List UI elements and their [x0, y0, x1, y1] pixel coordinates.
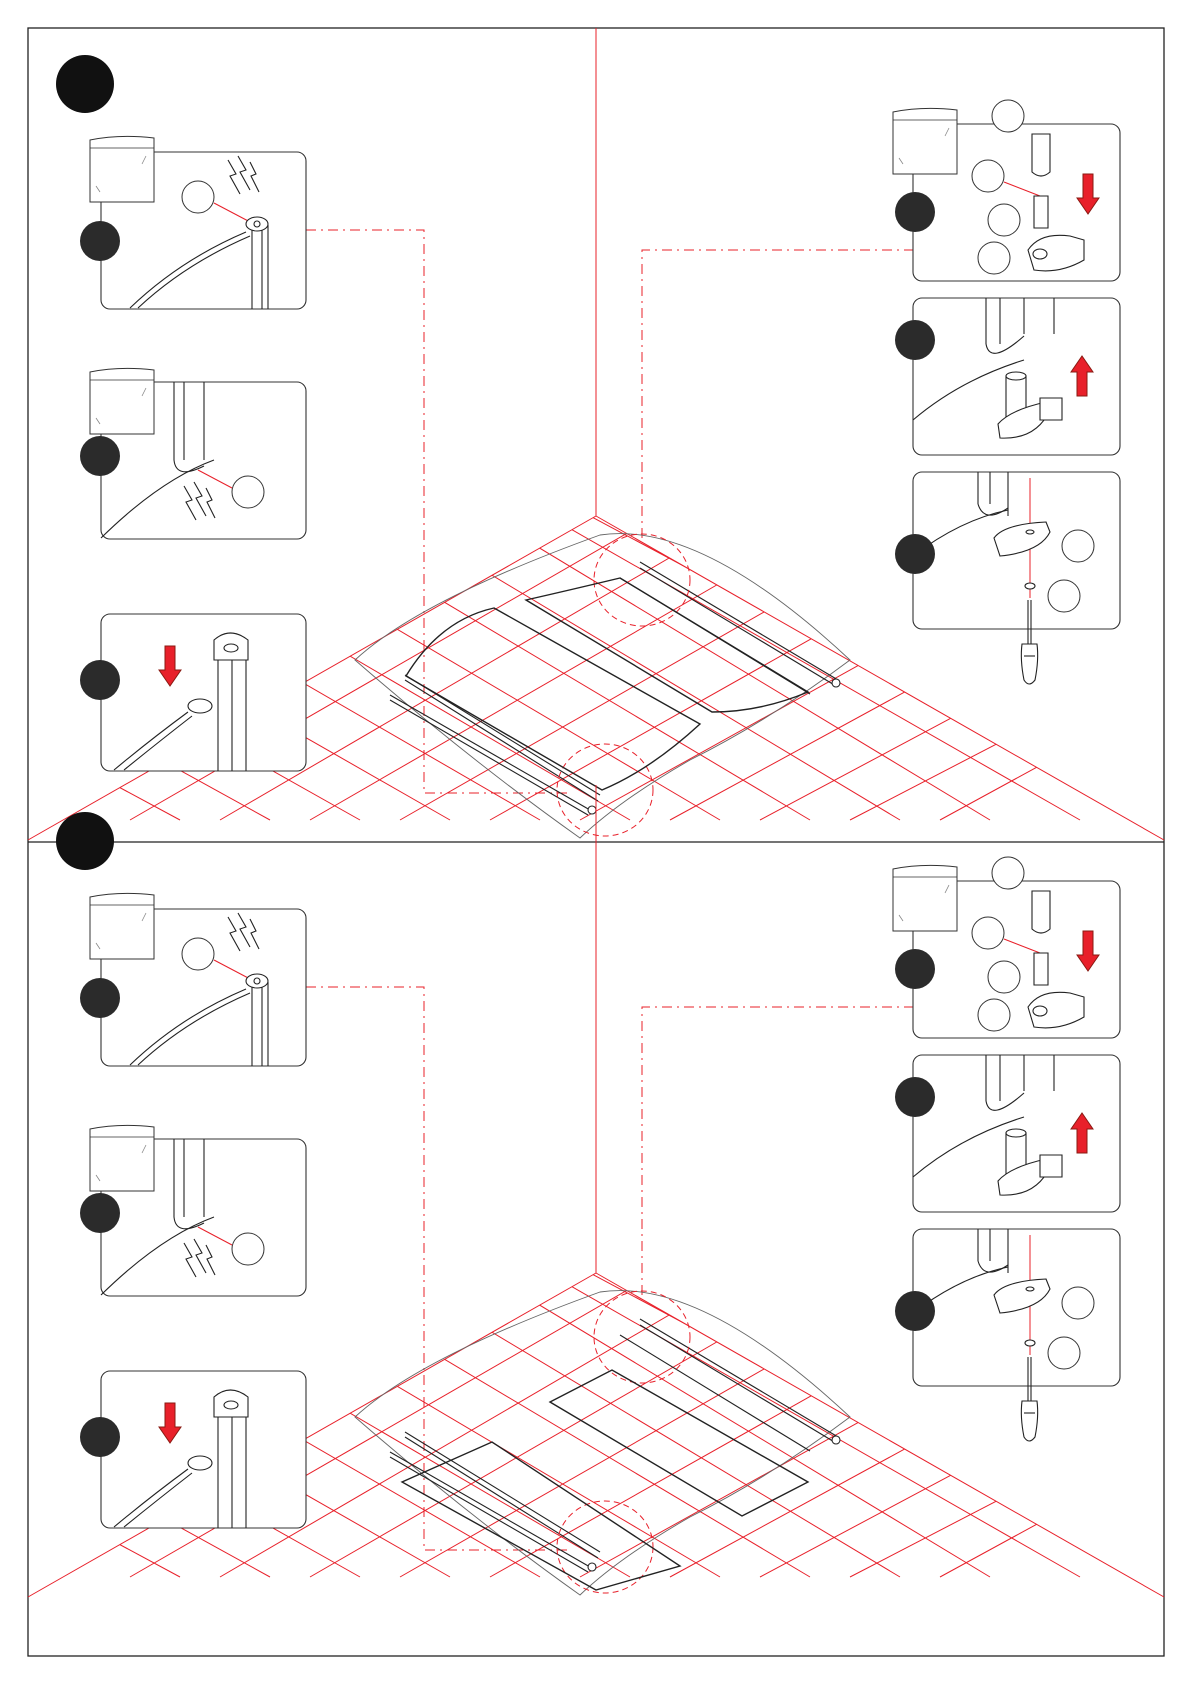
curved-glass-panels: [406, 578, 808, 790]
assembly-step-section-1: [0, 28, 1164, 840]
flat-glass-panels: [402, 1370, 808, 1590]
assembly-step-section-2: [0, 785, 1164, 1597]
